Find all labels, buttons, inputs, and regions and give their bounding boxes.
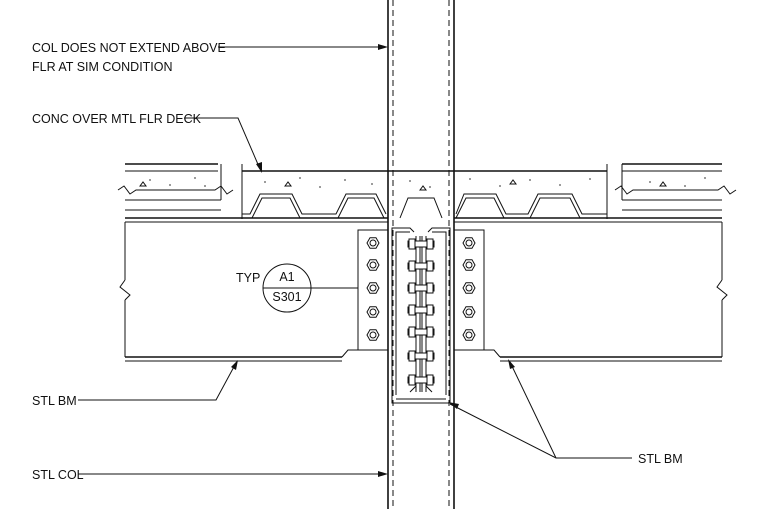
center-bolt-nut-4-2 (426, 304, 434, 316)
center-bolt-nut-7-1 (408, 374, 416, 386)
center-bolt-nut-3-1 (408, 282, 416, 294)
center-bolt-5 (407, 328, 435, 336)
steel-beam-left (119, 217, 388, 362)
bolt-right-shank-4 (465, 308, 473, 316)
metal-floor-deck (242, 193, 607, 219)
center-bolt-7 (407, 376, 435, 384)
deck-label: CONC OVER MTL FLR DECK (32, 112, 202, 126)
steel-column (387, 0, 455, 509)
bolt-left-shank-5 (369, 331, 377, 339)
shear-plate-right (453, 229, 485, 351)
center-bolt-nut-5-2 (426, 326, 434, 338)
typ-label: TYP (236, 271, 260, 285)
center-bolt-nut-6-2 (426, 350, 434, 362)
bolt-left-shank-3 (369, 284, 377, 292)
bolt-right-shank-3 (465, 284, 473, 292)
bolt-left-shank-4 (369, 308, 377, 316)
bolt-right-shank-5 (465, 331, 473, 339)
center-bolt-nut-2-2 (426, 260, 434, 272)
center-bolt-6 (407, 352, 435, 360)
beam-label-left: STL BM (32, 394, 77, 408)
bolt-left-shank-2 (369, 261, 377, 269)
beam-label-right: STL BM (638, 452, 683, 466)
column-label: STL COL (32, 468, 84, 482)
steel-beam-right (454, 217, 728, 362)
center-bolt-nut-1-2 (426, 238, 434, 250)
leader-lines (78, 44, 632, 477)
center-bolt-3 (407, 284, 435, 292)
column-note-line-2: FLR AT SIM CONDITION (32, 60, 173, 74)
center-bolt-2 (407, 262, 435, 270)
center-bolt-1 (407, 240, 435, 248)
concrete-aggregate (139, 177, 706, 191)
shear-plate-left (357, 229, 389, 351)
bolt-right-shank-1 (465, 239, 473, 247)
center-bolt-nut-7-2 (426, 374, 434, 386)
center-bolt-nut-2-1 (408, 260, 416, 272)
center-bolt-nut-6-1 (408, 350, 416, 362)
center-bolt-nut-4-1 (408, 304, 416, 316)
bolt-row-center (407, 238, 435, 386)
bolt-row-right (462, 237, 476, 341)
callout-sheet-number[interactable]: S301 (272, 290, 301, 304)
center-bolt-nut-1-1 (408, 238, 416, 250)
callout-detail-number[interactable]: A1 (279, 270, 294, 284)
bolt-right-shank-2 (465, 261, 473, 269)
column-note-line-1: COL DOES NOT EXTEND ABOVE (32, 41, 226, 55)
bolt-left-shank-1 (369, 239, 377, 247)
bolt-row-left (366, 237, 380, 341)
center-bolt-nut-5-1 (408, 326, 416, 338)
center-bolt-nut-3-2 (426, 282, 434, 294)
center-bolt-4 (407, 306, 435, 314)
section-callout: A1 S301 TYP (236, 263, 358, 313)
concrete-slab (117, 163, 737, 219)
column-web-connection (391, 227, 451, 404)
